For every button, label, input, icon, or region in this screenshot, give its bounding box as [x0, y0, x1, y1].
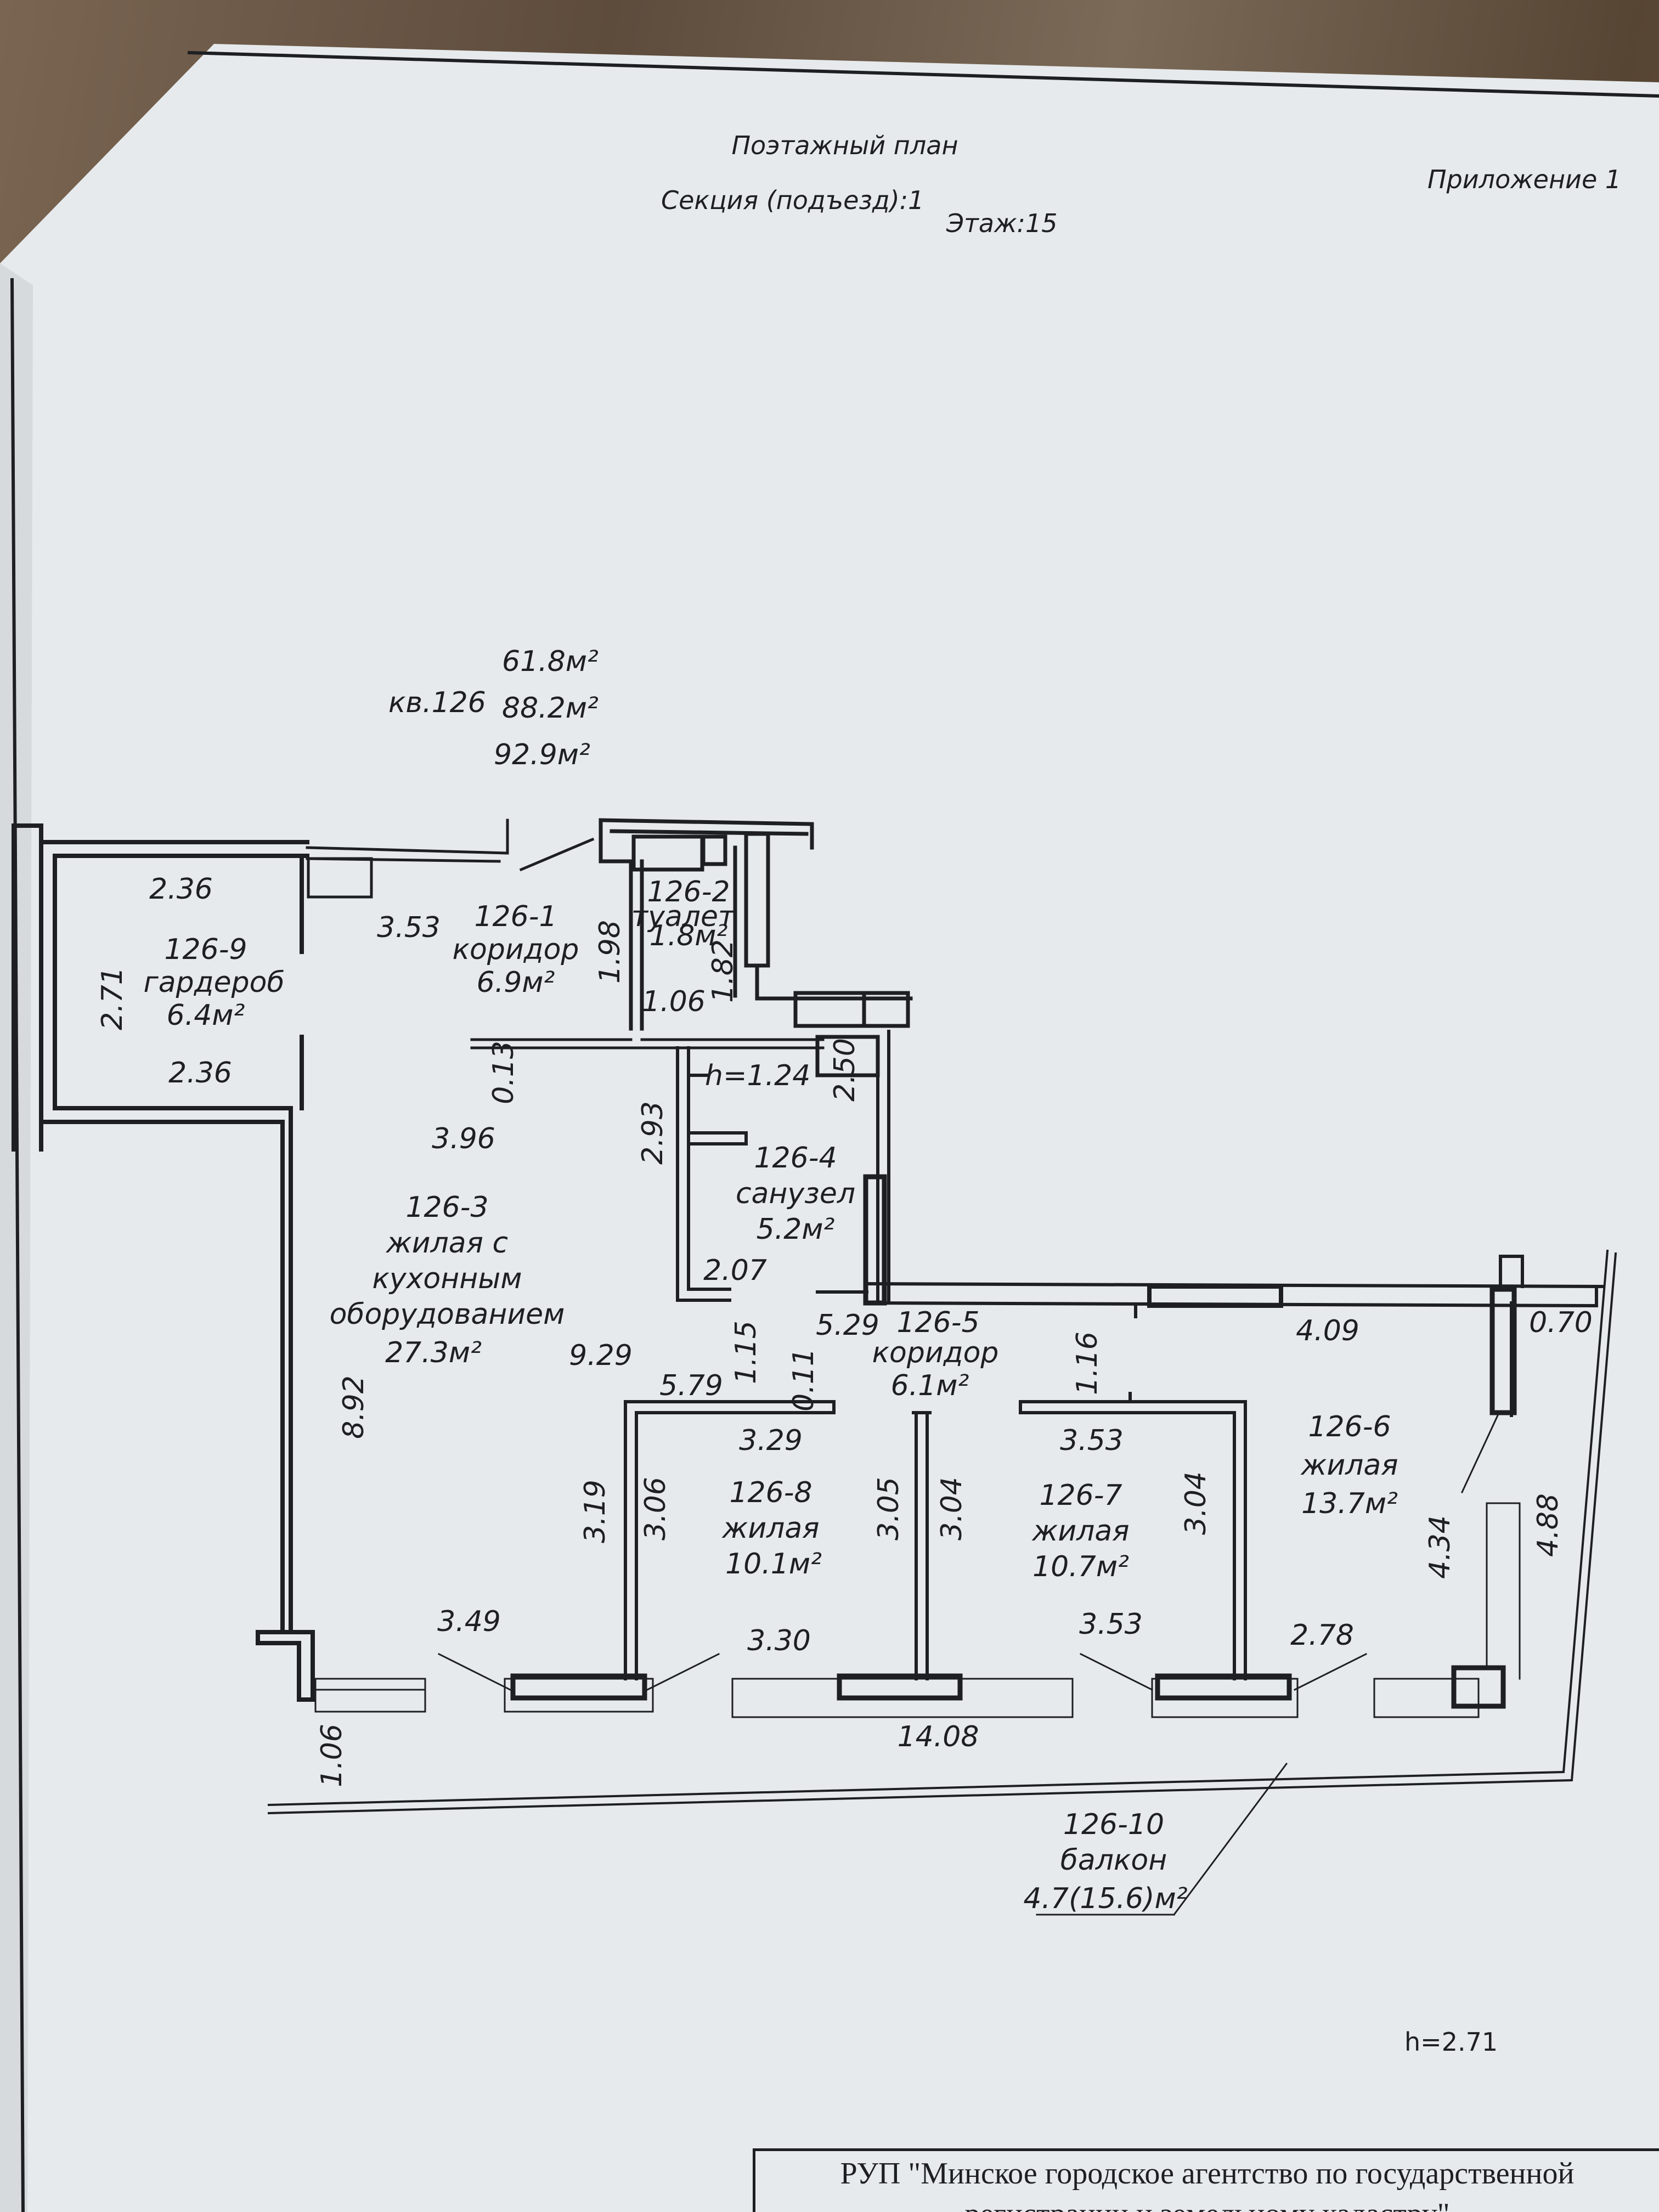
dim-3-53-window: 3.53	[1079, 1608, 1143, 1641]
dim-1-82: 1.82	[707, 939, 740, 1003]
agency-line-1: РУП "Минское городское агентство по госу…	[840, 2157, 1575, 2191]
sheet-border	[10, 50, 1659, 2212]
corridor-walls	[306, 819, 595, 899]
dim-4-34: 4.34	[1424, 1515, 1457, 1579]
dim-0-13: 0.13	[487, 1041, 520, 1104]
apartment-area-total: 88.2м²	[502, 692, 599, 725]
dim-14-08: 14.08	[897, 1720, 979, 1753]
balcony-outline	[267, 1249, 1617, 1815]
dim-3-49: 3.49	[437, 1605, 501, 1638]
apartment-number: кв.126	[388, 686, 486, 719]
corridor-living-wall	[470, 1038, 825, 1049]
plan-title: Поэтажный план	[731, 131, 958, 160]
dim-9-29: 9.29	[569, 1339, 633, 1372]
dim-1-06-wc: 1.06	[642, 985, 706, 1018]
wc-walls	[599, 818, 913, 1077]
dim-2-36-top: 2.36	[149, 873, 213, 906]
corridor-5-wall	[865, 1255, 1604, 1417]
dim-3-53-room7: 3.53	[1060, 1424, 1124, 1457]
dim-h-1-24: h=1.24	[705, 1059, 811, 1092]
dim-5-79: 5.79	[659, 1369, 723, 1402]
dim-3-96: 3.96	[432, 1122, 495, 1155]
dim-2-93: 2.93	[636, 1101, 669, 1165]
dim-1-15: 1.15	[730, 1321, 763, 1384]
exterior-windows	[314, 1502, 1521, 1718]
dim-1-16: 1.16	[1071, 1331, 1104, 1395]
dim-0-70: 0.70	[1529, 1306, 1593, 1339]
dim-0-11: 0.11	[787, 1348, 820, 1412]
agency-stamp: РУП "Минское городское агентство по госу…	[753, 2148, 1659, 2212]
dim-3-29: 3.29	[739, 1424, 803, 1457]
dim-2-07: 2.07	[703, 1254, 767, 1287]
dim-3-53-corridor: 3.53	[377, 911, 441, 944]
section-label: Секция (подъезд):1	[661, 185, 924, 215]
dim-2-71: 2.71	[96, 967, 129, 1030]
dim-3-04-b: 3.04	[1180, 1471, 1212, 1535]
room-dividers	[624, 1392, 1247, 1680]
dim-1-06-balcony: 1.06	[315, 1724, 348, 1787]
dim-8-92: 8.92	[337, 1375, 370, 1439]
dim-3-19: 3.19	[579, 1480, 612, 1543]
floor-label: Этаж:15	[946, 208, 1058, 238]
dim-5-29: 5.29	[816, 1309, 879, 1342]
ceiling-height: h=2.71	[1404, 2027, 1498, 2057]
outer-walls	[12, 823, 315, 1702]
dim-3-30: 3.30	[747, 1624, 811, 1657]
dim-3-05: 3.05	[872, 1477, 905, 1541]
dim-2-78: 2.78	[1290, 1619, 1354, 1652]
dim-2-50: 2.50	[828, 1038, 861, 1102]
agency-line-2: регистрации и земельному кадастру"	[755, 2196, 1659, 2212]
dim-2-36-bot: 2.36	[168, 1057, 232, 1090]
dim-3-06: 3.06	[639, 1477, 672, 1541]
appendix-label: Приложение 1	[1427, 165, 1622, 194]
apartment-area-living: 61.8м²	[502, 645, 599, 678]
leader-lines	[437, 1414, 1499, 1916]
apartment-area-with-balcony: 92.9м²	[494, 738, 590, 771]
dim-4-09: 4.09	[1296, 1314, 1359, 1347]
dim-4-88: 4.88	[1532, 1493, 1565, 1557]
dim-1-98: 1.98	[594, 920, 627, 984]
dim-3-04-a: 3.04	[935, 1477, 968, 1541]
